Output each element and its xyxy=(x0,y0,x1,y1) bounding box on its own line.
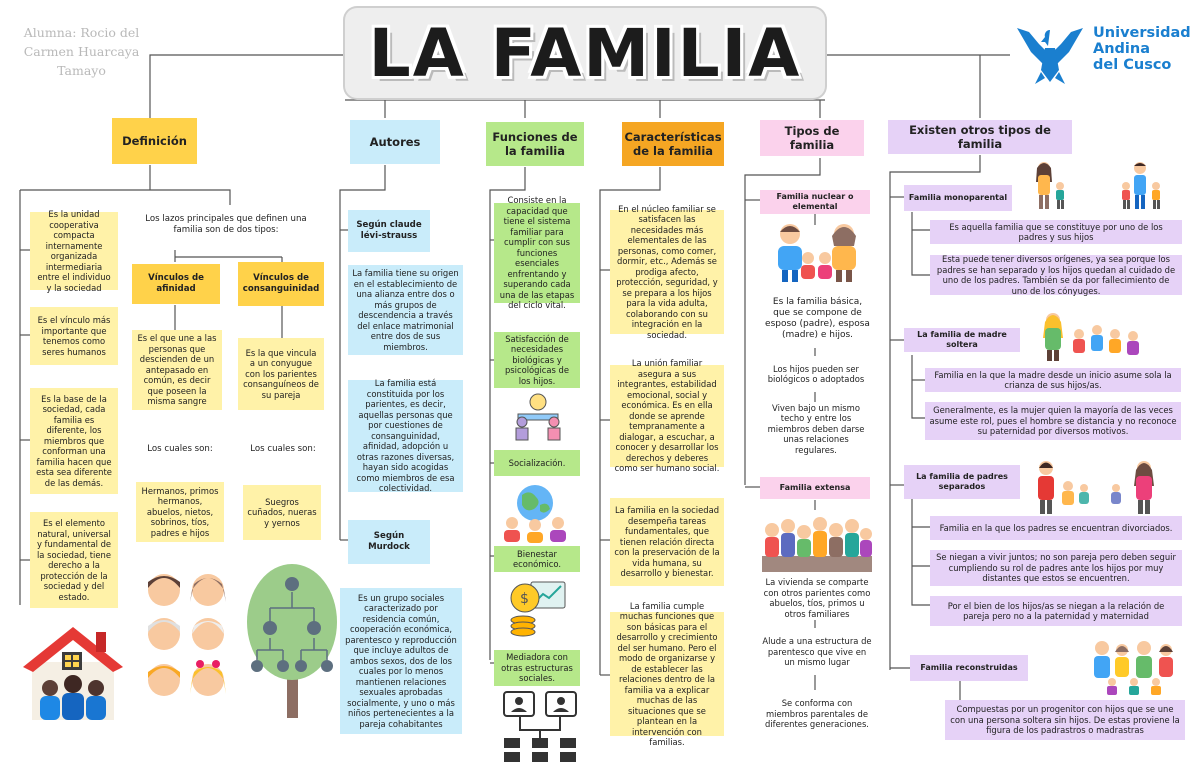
monoparental-item-1: Es aquella familia que se constituye por… xyxy=(930,220,1182,244)
levi-strauss-p2: La familia está constituida por los pari… xyxy=(348,378,463,493)
money-chart-icon: $ xyxy=(510,581,566,637)
levi-strauss-p1: La familia tiene su origen en el estable… xyxy=(348,265,463,355)
house-icon xyxy=(23,627,123,720)
svg-text:$: $ xyxy=(520,591,529,607)
reconstruidas-title: Familia reconstruidas xyxy=(910,655,1028,681)
structure-diagram-icon xyxy=(503,691,577,762)
madre-soltera-item-2: Generalmente, es la mujer quien la mayor… xyxy=(925,402,1181,440)
extended-family-icon xyxy=(762,517,872,572)
funciones-item-2: Satisfacción de necesidades biológicas y… xyxy=(494,332,580,388)
nuclear-item-2: Los hijos pueden ser biológicos o adopta… xyxy=(767,363,865,385)
afinidad-desc: Es el que une a las personas que descien… xyxy=(132,330,222,410)
definicion-item-4: Es el elemento natural, universal y fund… xyxy=(30,512,118,608)
consanguinidad-desc: Es la que vincula a un conyugue con los … xyxy=(238,338,324,410)
murdock-name: Según Murdock xyxy=(348,520,430,564)
university-line3: del Cusco xyxy=(1093,56,1172,73)
otros-header: Existen otros tipos de familia xyxy=(888,120,1072,154)
murdock-p1: Es un grupo sociales caracterizado por r… xyxy=(340,588,462,734)
author-name: Alumna: Rocio del Carmen Huarcaya Tamayo xyxy=(23,25,140,78)
separados-item-1: Familia en la que los padres se encuentr… xyxy=(930,516,1182,540)
caracteristicas-header: Características de la familia xyxy=(622,122,724,166)
funciones-header: Funciones de la familia xyxy=(486,122,584,166)
university-line2: Andina xyxy=(1093,40,1151,57)
university-line1: Universidad xyxy=(1093,25,1191,41)
afinidad-title: Vínculos de afinidad xyxy=(132,264,220,304)
monoparental-title: Familia monoparental xyxy=(904,185,1012,211)
extensa-item-1: La vivienda se comparte con otros parien… xyxy=(763,577,871,619)
separados-item-3: Por el bien de los hijos/as se niegan a … xyxy=(930,596,1182,626)
meeting-icon xyxy=(515,393,561,441)
nuclear-item-1: Es la familia básica, que se compone de … xyxy=(765,296,870,341)
funciones-item-1: Consiste en la capacidad que tiene el si… xyxy=(494,195,580,310)
condor-icon xyxy=(1017,28,1083,84)
autores-header: Autores xyxy=(350,120,440,164)
extensa-title: Familia extensa xyxy=(760,477,870,499)
caracteristicas-item-3: La familia en la sociedad desempeña tare… xyxy=(610,498,724,586)
madre-soltera-item-1: Familia en la que la madre desde un inic… xyxy=(925,368,1181,392)
globe-people-icon xyxy=(504,485,566,543)
nuclear-title: Familia nuclear o elemental xyxy=(760,190,870,214)
tipos-header: Tipos de familia xyxy=(760,120,864,156)
title-banner: LA FAMILIA xyxy=(345,8,825,98)
levi-strauss-name: Según claude lévi-strauss xyxy=(348,210,430,252)
separated-parents-icon xyxy=(1038,461,1154,514)
nuclear-item-3: Viven bajo un mismo techo y entre los mi… xyxy=(767,402,865,455)
funciones-item-4: Bienestar económico. xyxy=(494,546,580,572)
consanguinidad-cuales: Los cuales son: xyxy=(250,443,316,454)
madre-soltera-title: La familia de madre soltera xyxy=(904,328,1020,352)
lazos-intro: Los lazos principales que definen una fa… xyxy=(145,214,307,235)
definicion-item-3: Es la base de la sociedad, cada familia … xyxy=(30,388,118,494)
funciones-item-5: Mediadora con otras estructuras sociales… xyxy=(494,650,580,686)
extensa-item-2: Alude a una estructura de parentesco que… xyxy=(762,636,872,668)
consanguinidad-title: Vínculos de consanguinidad xyxy=(238,262,324,306)
funciones-item-3: Socialización. xyxy=(494,450,580,476)
university-logo: Universidad Andina del Cusco xyxy=(1015,22,1195,92)
blended-family-icon xyxy=(1094,641,1173,695)
consanguinidad-list: Suegros cuñados, nueras y yernos xyxy=(243,485,321,540)
family-tree-icon xyxy=(247,564,337,718)
separados-item-2: Se niegan a vivir juntos; no son pareja … xyxy=(930,550,1182,586)
afinidad-cuales: Los cuales son: xyxy=(147,443,213,454)
monoparental-item-2: Esta puede tener diversos orígenes, ya s… xyxy=(930,254,1182,296)
page-title: LA FAMILIA xyxy=(368,14,802,92)
caracteristicas-item-2: La unión familiar asegura a sus integran… xyxy=(610,358,724,473)
nuclear-family-icon xyxy=(778,224,856,282)
single-mother-icon xyxy=(1043,313,1139,361)
separados-title: La familia de padres separados xyxy=(904,465,1020,499)
caracteristicas-item-4: La familia cumple muchas funciones que s… xyxy=(610,601,724,747)
caracteristicas-item-1: En el núcleo familiar se satisfacen las … xyxy=(610,204,724,340)
monoparental-family-icon xyxy=(1036,162,1160,209)
extensa-item-3: Se conforma con miembros parentales de d… xyxy=(765,698,869,730)
reconstruidas-item-1: Compuestas por un progenitor con hijos q… xyxy=(945,700,1185,740)
definicion-item-1: Es la unidad cooperativa compacta intern… xyxy=(30,209,118,293)
definicion-item-2: Es el vínculo más importante que tenemos… xyxy=(30,307,118,365)
afinidad-list: Hermanos, primos hermanos, abuelos, niet… xyxy=(136,482,224,542)
definicion-header: Definición xyxy=(112,118,197,164)
relatives-faces-icon xyxy=(148,574,226,696)
